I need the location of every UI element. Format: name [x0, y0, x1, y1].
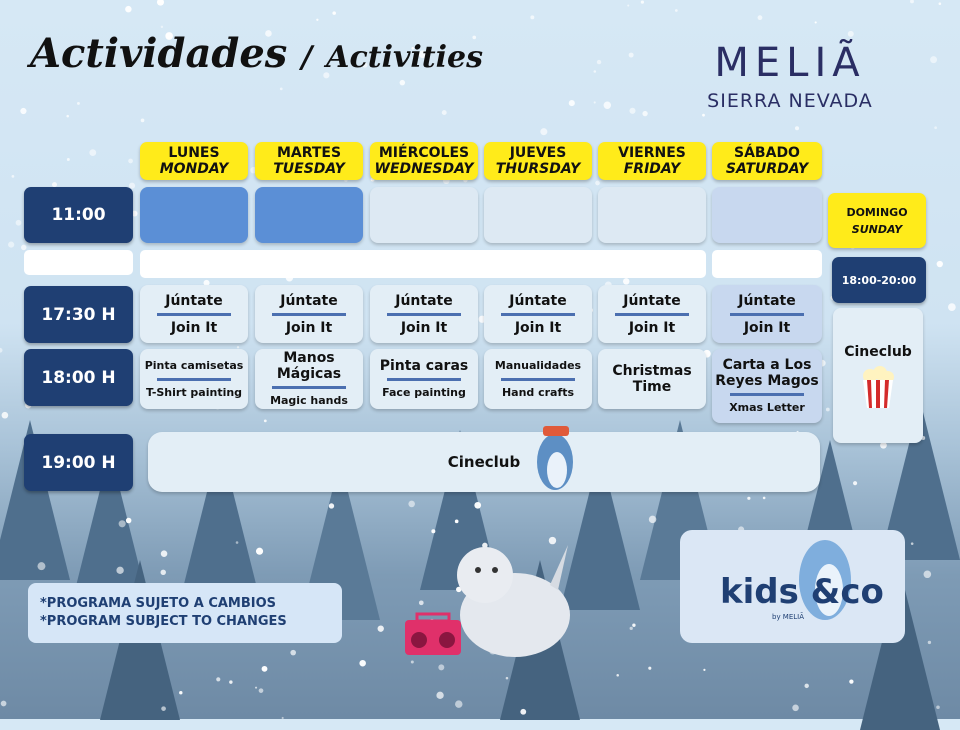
slot-1100-2	[370, 187, 478, 243]
slot-1100-3	[484, 187, 592, 243]
dolphin-logo-icon	[799, 540, 851, 620]
time-1730: 17:30 H	[24, 286, 133, 343]
radio-icon	[403, 612, 463, 657]
sunday-cineclub: Cineclub	[833, 308, 923, 443]
schedule-disclaimer: *PROGRAMA SUJETO A CAMBIOS*PROGRAM SUBJE…	[28, 583, 342, 643]
kids-logo-text: kids &co	[720, 572, 884, 612]
popcorn-icon	[863, 366, 894, 408]
separator-bar	[140, 250, 706, 278]
cineclub-bar: Cineclub	[148, 432, 820, 492]
slot-1100-1	[255, 187, 363, 243]
kids-and-co-logo: kids &co by MELIÃ	[680, 530, 905, 643]
sunday-time: 18:00-20:00	[832, 257, 926, 303]
slot-1100-4	[598, 187, 706, 243]
kids-logo-by: by MELIÃ	[772, 613, 805, 621]
separator-bar-saturday	[712, 250, 822, 278]
time-1800: 18:00 H	[24, 349, 133, 406]
time-1900: 19:00 H	[24, 434, 133, 491]
slot-1100-5	[712, 187, 822, 243]
dolphin-mascot-icon	[525, 422, 583, 497]
slot-1100-0	[140, 187, 248, 243]
seal-mascot-icon	[440, 535, 580, 660]
page-title: Actividades / Activities	[30, 30, 484, 77]
slot-1800-activity: Christmas Time	[598, 349, 706, 409]
time-1100: 11:00	[24, 187, 133, 243]
blank-bar	[24, 250, 133, 275]
